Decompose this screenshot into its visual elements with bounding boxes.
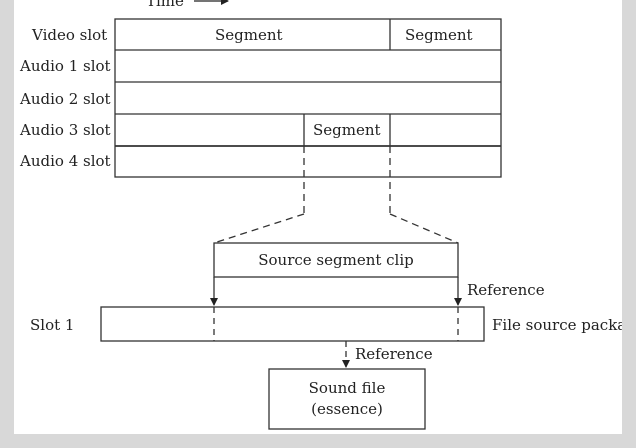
sound-file-line-1: Sound file (309, 379, 386, 397)
video-segment-2: Segment (405, 26, 473, 44)
video-segment-1: Segment (215, 26, 283, 44)
audio3-segment: Segment (313, 121, 381, 139)
reference-label-2: Reference (355, 345, 433, 363)
sound-file-box (268, 368, 426, 430)
track-label-audio2: Audio 2 slot (19, 90, 111, 108)
time-label: Time (146, 0, 184, 10)
sound-file-line-2: (essence) (311, 400, 383, 418)
track-label-audio3: Audio 3 slot (19, 121, 111, 139)
track-label-audio4: Audio 4 slot (19, 152, 111, 170)
track-label-video: Video slot (31, 26, 107, 44)
diagram-canvas: Time Video slot Audio 1 slot Audio 2 slo… (14, 0, 622, 434)
slot-1-dashed-marks (213, 307, 459, 341)
track-label-audio1: Audio 1 slot (19, 57, 111, 75)
reference-label-1: Reference (467, 281, 545, 299)
source-segment-clip-label: Source segment clip (258, 251, 414, 269)
slot-1-bar (100, 306, 485, 342)
track-grid (114, 18, 502, 178)
source-segment-clip-box (213, 242, 459, 278)
expansion-lines (213, 146, 459, 244)
slot-1-label: Slot 1 (30, 316, 74, 334)
file-source-package-label: File source package (492, 316, 622, 334)
diagram-svg: Time Video slot Audio 1 slot Audio 2 slo… (19, 0, 622, 430)
